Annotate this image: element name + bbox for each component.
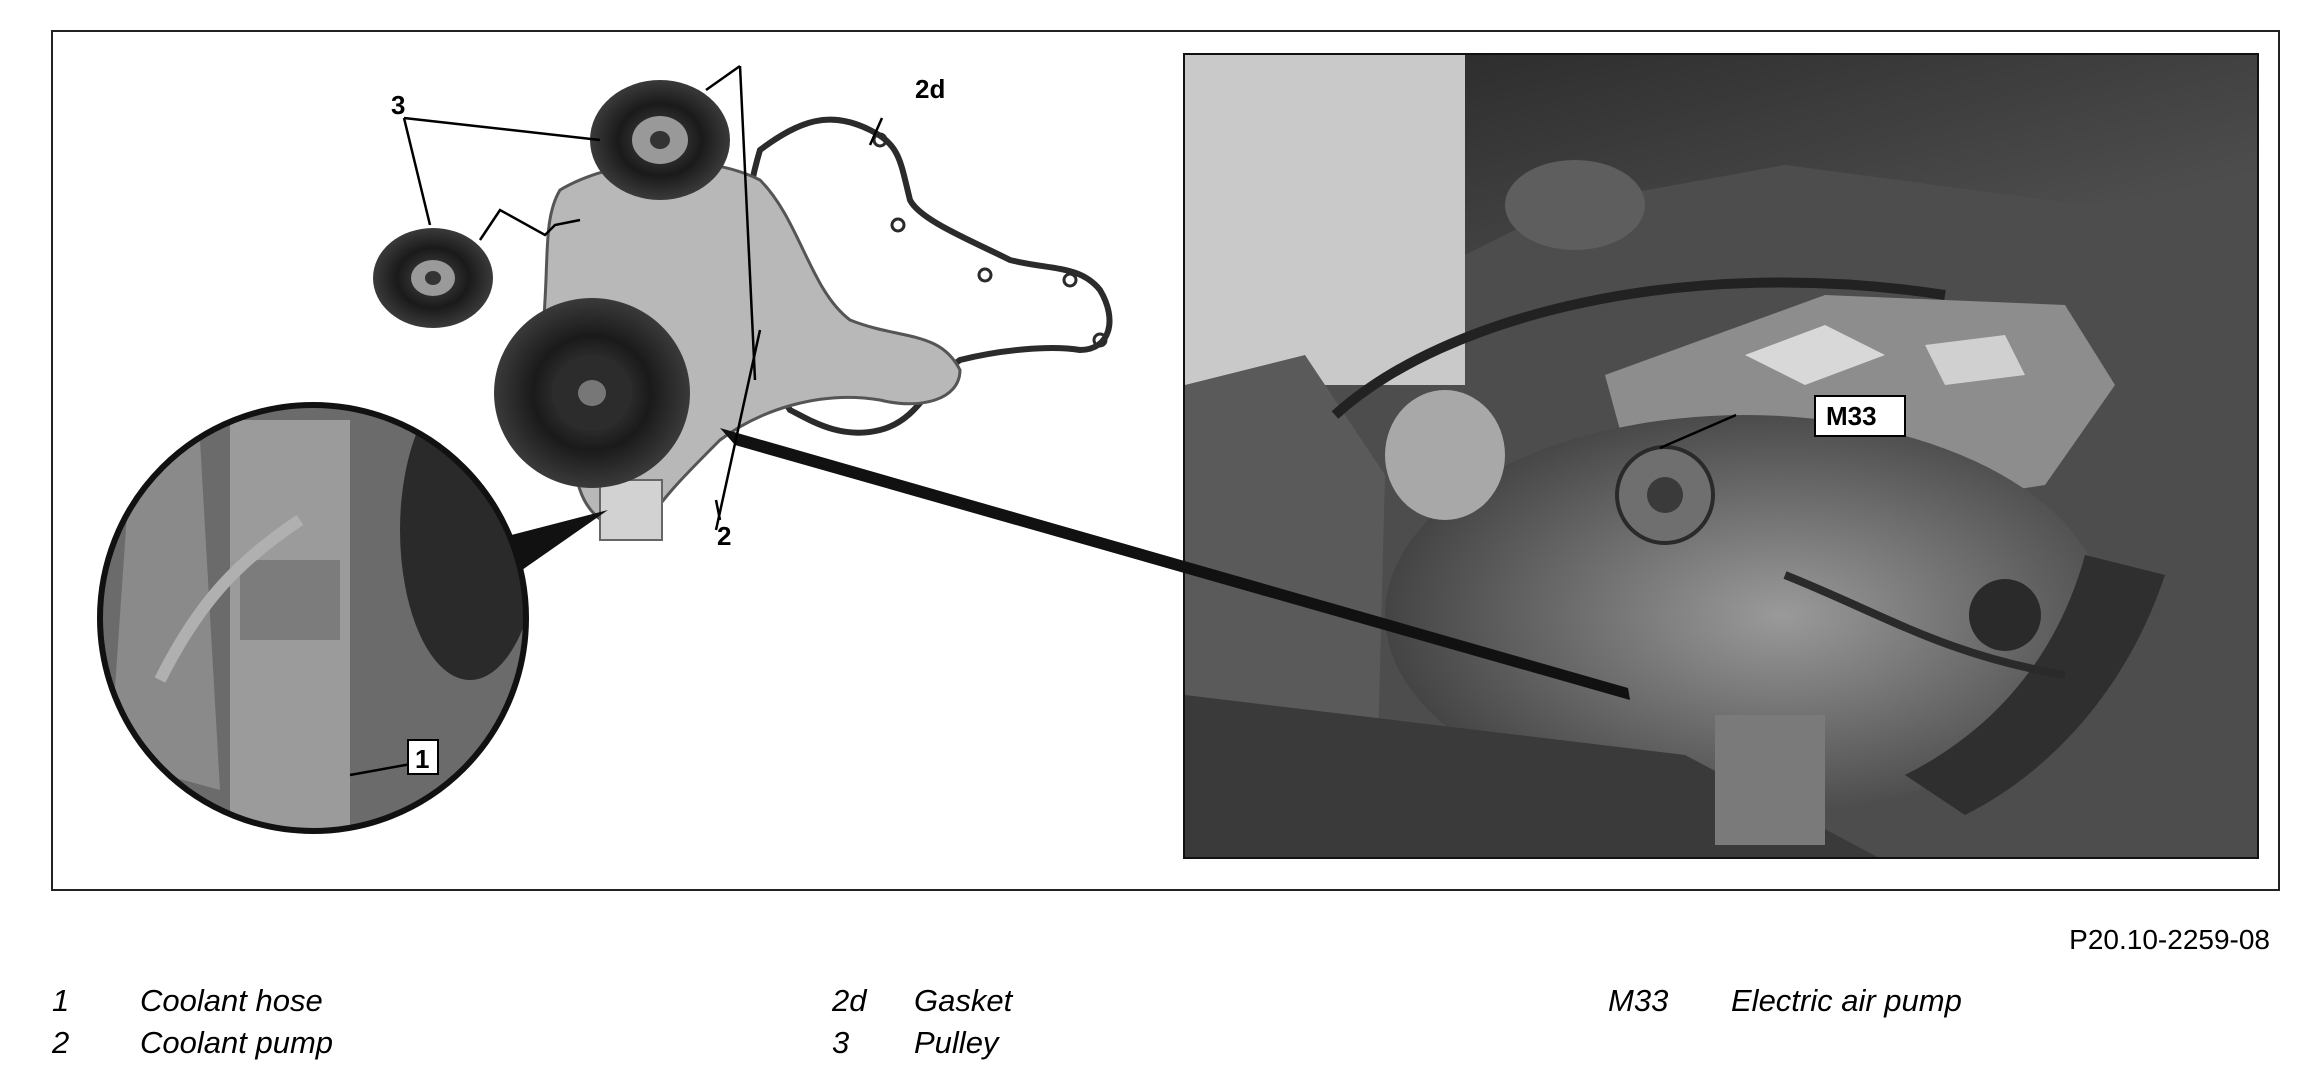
legend-item: 3 Pulley <box>832 1022 1012 1064</box>
hood <box>1465 55 2257 255</box>
legend-item: 2 Coolant pump <box>52 1022 333 1064</box>
coolant-reservoir <box>1385 390 1505 520</box>
legend-text: Pulley <box>914 1025 999 1060</box>
legend-key: 2 <box>52 1025 70 1060</box>
coolant-pump-pulley <box>494 298 690 488</box>
legend-item: 2d Gasket <box>832 980 1012 1022</box>
legend-text: Coolant pump <box>140 1025 334 1060</box>
legend-column-3: M33 Electric air pump <box>1608 980 1962 1022</box>
figure-reference-code: P20.10-2259-08 <box>2069 924 2270 955</box>
legend-text: Electric air pump <box>1731 983 1962 1018</box>
connector-wedge <box>720 428 1630 700</box>
callout-pulley: 3 <box>391 90 405 120</box>
callout-air-pump: M33 <box>1826 401 1877 431</box>
legend-key: M33 <box>1608 983 1669 1018</box>
legend-item: M33 Electric air pump <box>1608 980 1962 1022</box>
engine-block <box>1385 415 2105 815</box>
front-panel <box>1185 695 1878 857</box>
coolant-hose-inset <box>97 402 529 834</box>
zoom-wedge <box>500 510 608 570</box>
legend-text: Gasket <box>914 983 1013 1018</box>
legend-key: 3 <box>832 1025 850 1060</box>
legend-item: 1 Coolant hose <box>52 980 333 1022</box>
legend-key: 1 <box>52 983 70 1018</box>
pulley-lower <box>373 228 493 328</box>
callout-coolant-hose: 1 <box>415 744 429 774</box>
background-wall <box>1185 55 1465 385</box>
callout-gasket: 2d <box>915 74 945 104</box>
pulley-upper <box>590 80 730 200</box>
legend-column-1: 1 Coolant hose 2 Coolant pump <box>52 980 333 1064</box>
intake-duct <box>1905 555 2165 815</box>
legend-key: 2d <box>832 983 867 1018</box>
legend-text: Coolant hose <box>140 983 323 1018</box>
leader-lines <box>349 64 1737 777</box>
callout-coolant-pump: 2 <box>717 521 731 551</box>
legend-column-2: 2d Gasket 3 Pulley <box>832 980 1012 1064</box>
